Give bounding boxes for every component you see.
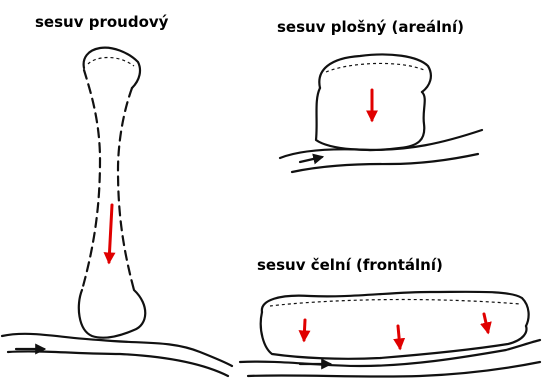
frontal-ground-surface (240, 340, 540, 366)
frontal-movement-arrow-2 (398, 326, 400, 348)
areal-ground-arrow (300, 157, 322, 162)
flow-landslide-figure (2, 48, 232, 376)
areal-ground-surface (280, 130, 482, 158)
label-areal-landslide: sesuv plošný (areální) (277, 18, 464, 36)
flow-left-boundary (82, 70, 100, 290)
areal-head-crest (326, 63, 424, 72)
flow-movement-arrow (109, 205, 112, 262)
areal-landslide-figure (280, 54, 482, 172)
flow-right-boundary (118, 88, 134, 290)
areal-head-scarp (319, 54, 431, 92)
label-flow-landslide: sesuv proudový (35, 13, 169, 31)
frontal-head-crest (270, 300, 520, 306)
frontal-head-scarp (262, 292, 529, 326)
frontal-movement-arrow-3 (484, 314, 488, 332)
flow-head-scarp (84, 48, 140, 88)
flow-toe (79, 290, 145, 338)
areal-body (316, 88, 425, 150)
flow-ground-layer (8, 351, 228, 376)
frontal-movement-arrow-1 (304, 320, 305, 340)
flow-head-crest (88, 58, 134, 67)
label-frontal-landslide: sesuv čelní (frontální) (257, 256, 443, 274)
frontal-landslide-figure (240, 292, 540, 377)
